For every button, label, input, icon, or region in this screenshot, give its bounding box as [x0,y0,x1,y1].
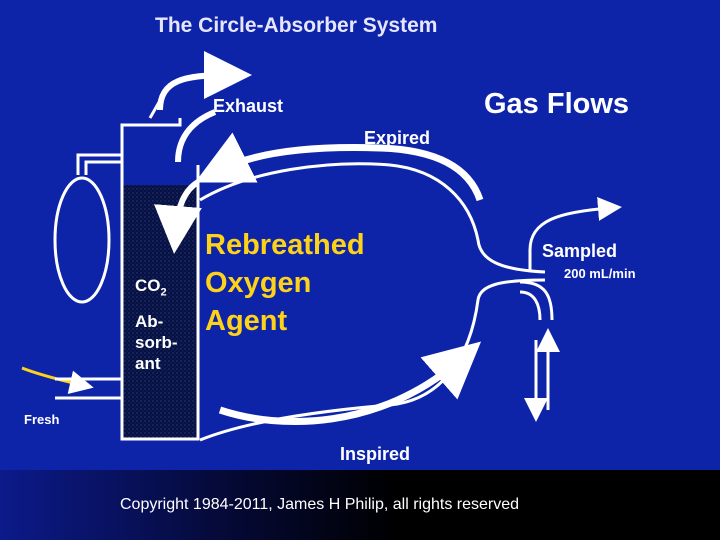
reservoir-bag [53,153,122,304]
circle-absorber-diagram [21,51,622,442]
co2-subscript: 2 [160,286,167,299]
canister-return-arrow [176,109,217,230]
agent-line: Agent [205,305,288,337]
absorbant-label: Ab- sorb- ant [135,312,178,373]
sample-rate-label: 200 mL/min [564,266,636,281]
rebreathed-line: Rebreathed [205,229,365,261]
footer-bar [0,470,720,540]
rebreathed-agent-block: Rebreathed Oxygen Agent [205,226,365,340]
sampled-label: Sampled [542,241,618,261]
slide-background [0,0,720,470]
inspiratory-arrow [218,341,482,426]
oxygen-line: Oxygen [205,267,312,299]
slide-title: The Circle-Absorber System [155,14,438,37]
co2-label: CO2 [135,276,167,298]
fresh-label: Fresh [24,412,60,427]
co2-main: CO [135,276,161,295]
inspired-label: Inspired [340,444,411,464]
fresh-gas-inlet [21,366,122,400]
gas-flows-heading: Gas Flows [484,88,630,120]
expired-label: Expired [364,128,431,148]
exhaust-valve [148,51,252,119]
copyright-text: Copyright 1984-2011, James H Philip, all… [120,496,520,513]
exhaust-label: Exhaust [213,96,284,116]
sample-port [519,196,622,422]
